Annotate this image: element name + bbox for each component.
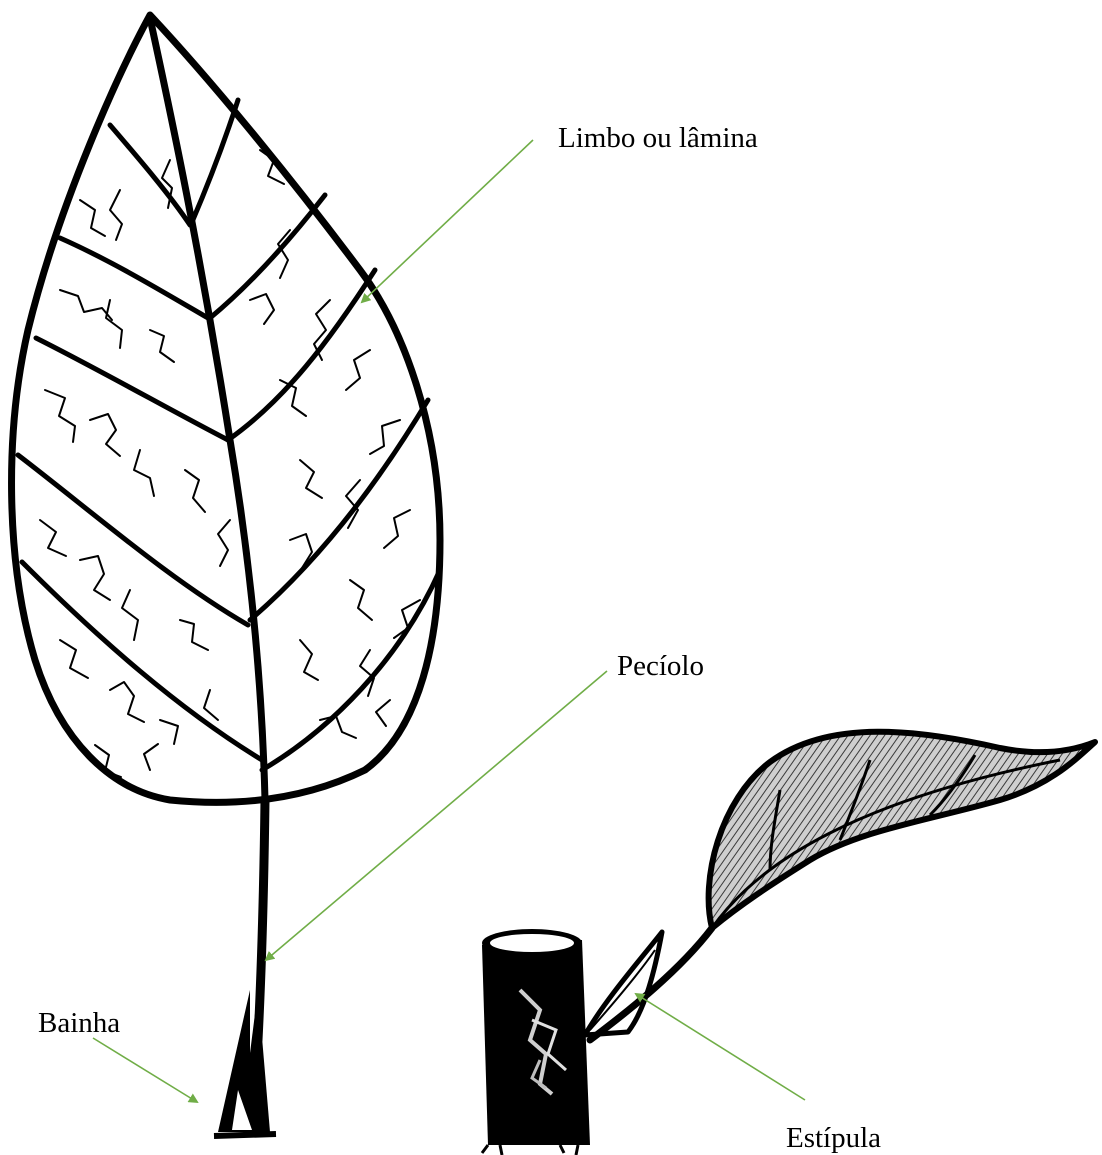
limbo-arrow	[362, 140, 533, 302]
peciolo-label: Pecíolo	[617, 652, 704, 681]
bainha-label: Bainha	[38, 1009, 120, 1038]
stipule-shape	[585, 932, 662, 1035]
estipula-arrow	[636, 994, 805, 1100]
sheath-drawing	[214, 990, 276, 1136]
stem-drawing	[482, 929, 590, 1155]
simple-leaf-drawing	[12, 15, 440, 1136]
small-leaf-blade	[709, 732, 1095, 928]
limbo-label: Limbo ou lâmina	[558, 124, 758, 153]
stem-with-stipule-drawing	[482, 732, 1095, 1155]
bainha-arrow	[93, 1038, 197, 1102]
estipula-label: Estípula	[786, 1124, 881, 1153]
